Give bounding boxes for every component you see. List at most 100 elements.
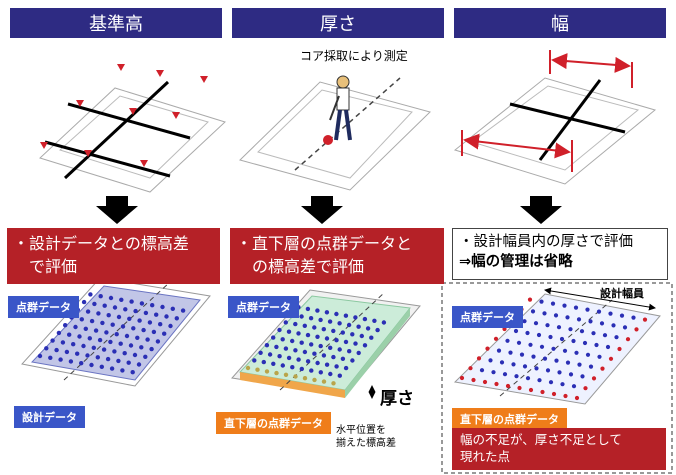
point-cloud-dot — [112, 349, 117, 354]
point-cloud-dot — [296, 331, 301, 336]
point-cloud-dot — [264, 343, 270, 348]
point-cloud-dot — [328, 345, 333, 350]
point-cloud-dot — [116, 358, 121, 364]
shortfall-note: 幅の不足が、厚さ不足として 現れた点 — [452, 428, 666, 470]
point-cloud-dot — [145, 337, 150, 342]
panel-1-road-plan — [39, 80, 226, 193]
point-cloud-dot — [255, 367, 260, 372]
point-cloud-dot — [559, 336, 565, 342]
point-cloud-dot — [128, 343, 134, 348]
point-cloud-dot — [545, 323, 550, 328]
point-cloud-dot — [525, 330, 530, 336]
point-cloud-dot — [302, 376, 308, 381]
point-cloud-dot — [362, 316, 368, 322]
point-cloud-dot — [327, 319, 333, 324]
point-cloud-dot — [556, 325, 562, 330]
header-width: 幅 — [454, 8, 666, 38]
point-cloud-dot — [551, 391, 557, 397]
point-cloud-dot — [580, 374, 585, 379]
point-cloud-dot — [68, 359, 74, 364]
point-cloud-dot — [92, 301, 97, 307]
point-cloud-dot — [608, 356, 614, 361]
point-cloud-dot — [585, 307, 590, 312]
point-cloud-dot — [596, 309, 602, 314]
point-cloud-dot — [120, 324, 126, 329]
point-cloud-dot — [293, 348, 298, 353]
point-cloud-dot — [599, 321, 605, 326]
point-cloud-dot — [579, 329, 585, 334]
point-cloud-dot — [324, 362, 330, 367]
design-width-label: 設計幅員 — [600, 287, 644, 300]
horizontal-alignment-note: 水平位置を 揃えた標高差 — [336, 424, 396, 450]
panel-2-road-plan — [239, 77, 431, 191]
point-cloud-dot — [337, 321, 342, 326]
point-cloud-dot — [109, 366, 115, 371]
point-cloud-dot — [496, 348, 502, 353]
point-cloud-dot — [147, 320, 153, 325]
point-cloud-dot — [588, 319, 593, 324]
thickness-label: 厚さ — [380, 389, 414, 409]
point-cloud-dot — [594, 342, 599, 348]
point-cloud-dot — [562, 348, 568, 353]
point-cloud-dot — [48, 355, 53, 360]
point-cloud-dot — [536, 332, 542, 338]
core-sampling-label: コア採取により測定 — [300, 49, 408, 63]
point-cloud-dot — [135, 335, 140, 340]
point-cloud-dot — [299, 314, 304, 319]
point-cloud-dot — [299, 366, 304, 372]
point-cloud-dot — [625, 337, 631, 342]
point-cloud-dot — [85, 309, 91, 314]
panel-3-road-plan — [453, 50, 657, 185]
point-cloud-dot — [522, 364, 528, 369]
point-cloud-dot — [261, 359, 266, 365]
point-cloud-dot — [123, 307, 128, 312]
point-cloud-dot — [540, 389, 545, 395]
note-line: 揃えた標高差 — [336, 438, 396, 449]
point-cloud-dot — [150, 303, 155, 308]
point-cloud-dot — [574, 350, 579, 355]
point-cloud-dot — [588, 364, 594, 369]
panel-1-point-cloud — [21, 277, 211, 387]
note-line: 水平位置を — [336, 425, 386, 436]
callout-design-data: 設計データ — [14, 406, 85, 428]
point-cloud-dot — [343, 339, 349, 345]
point-cloud-dot — [312, 351, 317, 356]
point-cloud-dot — [126, 360, 131, 365]
panel-1-markers — [40, 64, 208, 167]
point-cloud-dot — [252, 358, 257, 363]
eval-text-line: ・設計データとの標高差 — [13, 234, 189, 253]
point-cloud-dot — [62, 323, 68, 328]
worker-figure — [323, 75, 352, 145]
point-cloud-dot — [64, 349, 70, 355]
point-cloud-dot — [119, 297, 124, 302]
eval-box-width: ・設計幅員内の厚さで評価 ⇒幅の管理は省略 — [452, 228, 668, 280]
point-cloud-dot — [315, 360, 320, 366]
point-cloud-dot — [350, 332, 355, 337]
point-cloud-dot — [44, 346, 49, 351]
point-cloud-dot — [502, 372, 508, 377]
point-cloud-dot — [312, 377, 317, 383]
point-cloud-dot — [346, 322, 352, 328]
point-cloud-dot — [560, 382, 565, 387]
point-cloud-dot — [60, 340, 66, 345]
point-cloud-dot — [180, 308, 186, 313]
point-cloud-dot — [83, 326, 89, 331]
point-cloud-dot — [642, 317, 648, 322]
point-cloud-dot — [127, 316, 132, 321]
point-cloud-dot — [299, 340, 304, 345]
point-cloud-dot — [591, 331, 596, 336]
down-arrow-icon — [520, 196, 562, 224]
point-cloud-dot — [482, 379, 488, 385]
point-cloud-dot — [331, 354, 336, 360]
point-cloud-dot — [158, 322, 163, 327]
point-cloud-dot — [280, 337, 285, 342]
point-cloud-dot — [634, 327, 639, 332]
point-cloud-dot — [554, 358, 559, 363]
point-cloud-dot — [283, 346, 289, 351]
point-cloud-dot — [343, 313, 349, 318]
point-cloud-dot — [585, 352, 591, 357]
point-cloud-dot — [527, 297, 533, 302]
eval-text-line: の標高差で評価 — [236, 257, 365, 276]
point-cloud-dot — [577, 362, 582, 367]
